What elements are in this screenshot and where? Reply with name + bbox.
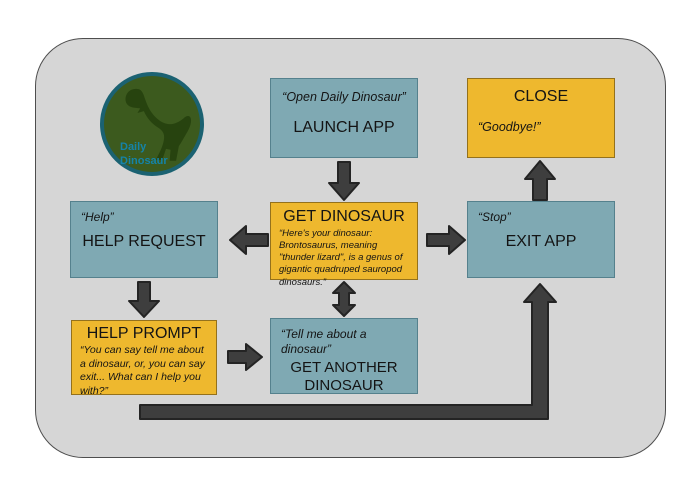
help-prompt-label: HELP PROMPT bbox=[86, 325, 202, 342]
get-dinosaur-label: GET DINOSAUR bbox=[283, 208, 405, 225]
launch-utterance: “Open Daily Dinosaur” bbox=[282, 90, 406, 104]
node-close: CLOSE “Goodbye!” bbox=[467, 78, 615, 158]
tell-me-utterance: “Tell me about a dinosaur” bbox=[281, 327, 367, 356]
help-prompt-response: “You can say tell me about a dinosaur, o… bbox=[80, 344, 205, 397]
dinosaur-icon bbox=[125, 88, 192, 161]
launch-label: LAUNCH APP bbox=[293, 119, 395, 136]
node-help-request: “Help” HELP REQUEST bbox=[70, 201, 218, 278]
logo-title: Daily Dinosaur bbox=[120, 140, 168, 168]
get-dinosaur-response: “Here's your dinosaur: Brontosaurus, mea… bbox=[279, 228, 403, 288]
get-another-label: GET ANOTHER DINOSAUR bbox=[290, 359, 398, 394]
node-get-another-dinosaur: “Tell me about a dinosaur” GET ANOTHER D… bbox=[270, 318, 418, 394]
stop-utterance: “Stop” bbox=[478, 210, 511, 224]
exit-app-label: EXIT APP bbox=[505, 233, 577, 250]
help-request-label: HELP REQUEST bbox=[82, 233, 206, 250]
close-response: “Goodbye!” bbox=[478, 120, 541, 134]
node-help-prompt: HELP PROMPT “You can say tell me about a… bbox=[71, 320, 217, 397]
logo-title-line1: Daily bbox=[120, 141, 147, 153]
node-get-dinosaur: GET DINOSAUR “Here's your dinosaur: Bron… bbox=[270, 202, 418, 288]
node-launch-app: “Open Daily Dinosaur” LAUNCH APP bbox=[270, 78, 418, 158]
node-exit-app: “Stop” EXIT APP bbox=[467, 201, 615, 278]
logo-title-line2: Dinosaur bbox=[120, 155, 168, 167]
daily-dinosaur-logo: Daily Dinosaur bbox=[100, 72, 204, 176]
help-utterance: “Help” bbox=[81, 210, 114, 224]
close-label: CLOSE bbox=[513, 88, 569, 105]
